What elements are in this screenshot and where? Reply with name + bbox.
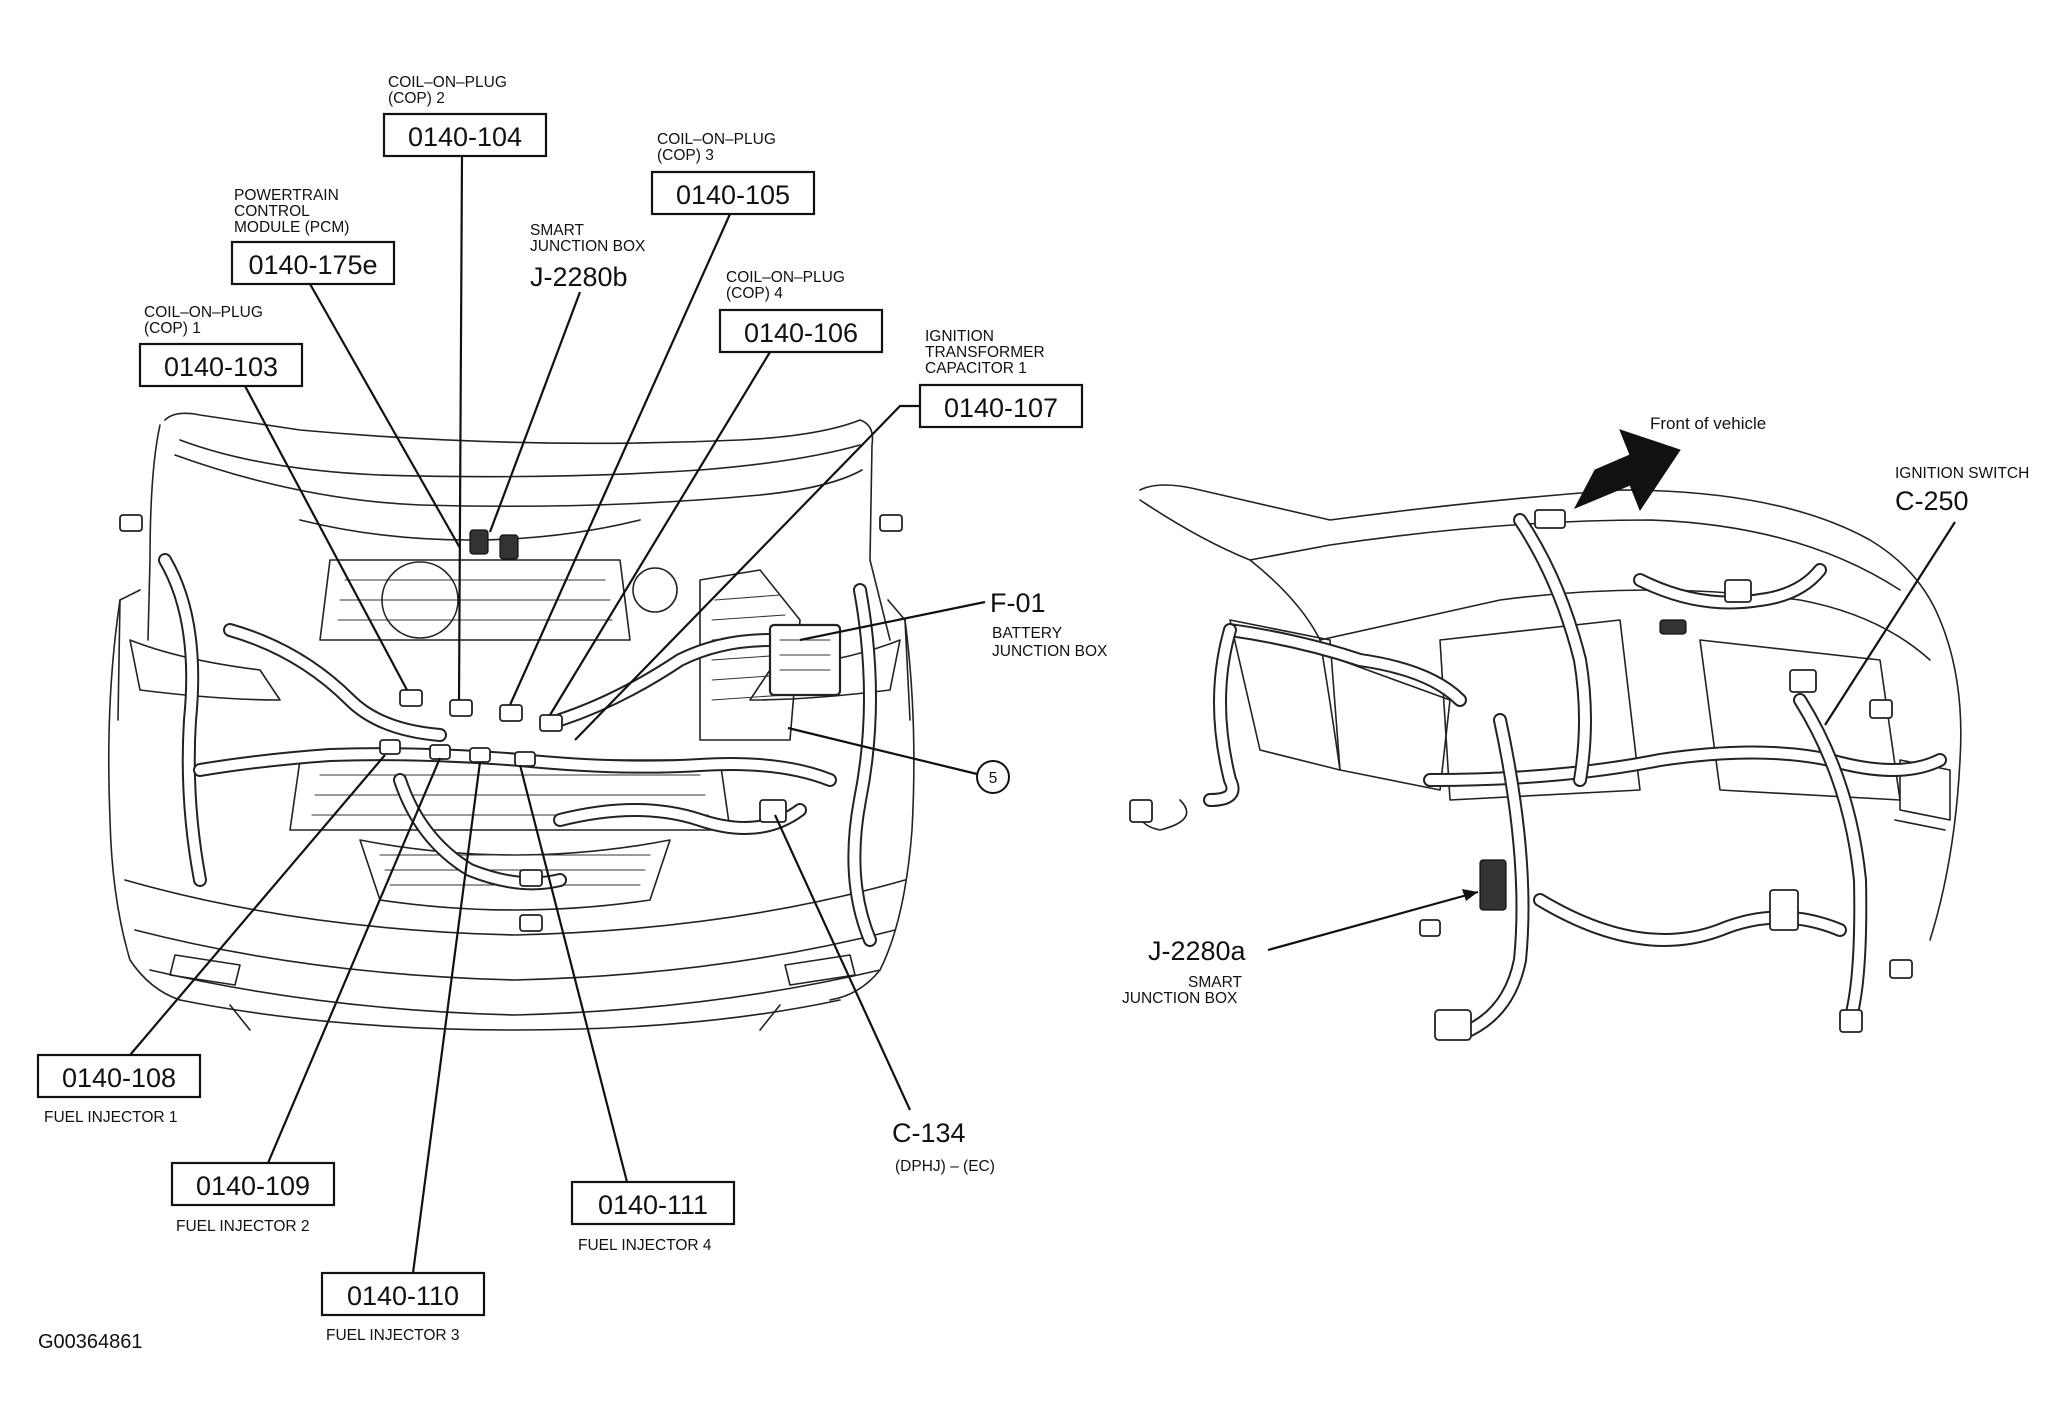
callout-fuel-injector-1: 0140-108 FUEL INJECTOR 1 bbox=[36, 754, 386, 1126]
inj-4-code-box bbox=[570, 1180, 736, 1226]
callout-cop-3: COIL–ON–PLUG (COP) 3 0140-105 bbox=[508, 131, 816, 706]
inj-1-caption: FUEL INJECTOR 1 bbox=[44, 1109, 178, 1126]
callout-fuel-injector-3: 0140-110 FUEL INJECTOR 3 bbox=[320, 761, 486, 1344]
view-5-number: 5 bbox=[989, 770, 998, 787]
sjb-a-caption-line-1: SMART bbox=[1188, 974, 1243, 991]
cop-4-code-box bbox=[718, 308, 884, 354]
inj-1-code-box bbox=[36, 1053, 202, 1099]
cop-4-code: 0140-106 bbox=[744, 318, 858, 348]
inj-2-code: 0140-109 bbox=[196, 1171, 310, 1201]
callout-fuel-injector-2: 0140-109 FUEL INJECTOR 2 bbox=[170, 757, 442, 1235]
sjb-b-code: J-2280b bbox=[530, 262, 628, 292]
cop-3-code-box bbox=[650, 170, 816, 216]
cop-4-caption-line-1: COIL–ON–PLUG bbox=[726, 269, 845, 286]
cop-3-caption-line-2: (COP) 3 bbox=[657, 147, 714, 164]
cop-2-code-box bbox=[382, 112, 548, 158]
view-5-circle bbox=[976, 760, 1010, 794]
pcm-code-box bbox=[230, 240, 396, 286]
callout-fuel-injector-4: 0140-111 FUEL INJECTOR 4 bbox=[518, 764, 736, 1254]
itc-1-code-box bbox=[918, 383, 1084, 429]
engine-compartment-illustration bbox=[107, 412, 915, 1031]
inj-2-caption: FUEL INJECTOR 2 bbox=[176, 1218, 310, 1235]
cop-2-code: 0140-104 bbox=[408, 122, 522, 152]
itc-1-caption-line-1: IGNITION bbox=[925, 328, 994, 345]
f01-caption-line-1: BATTERY bbox=[992, 625, 1062, 642]
callout-ignition-switch: IGNITION SWITCH C-250 bbox=[1824, 465, 2029, 726]
instrument-panel-illustration bbox=[1129, 429, 1962, 1041]
inj-1-code: 0140-108 bbox=[62, 1063, 176, 1093]
cop-1-code-box bbox=[138, 342, 304, 388]
callout-smart-junction-box-a: J-2280a SMART JUNCTION BOX bbox=[1122, 889, 1479, 1007]
callout-cop-1: COIL–ON–PLUG (COP) 1 0140-103 bbox=[138, 304, 408, 691]
sjb-a-caption-line-2: JUNCTION BOX bbox=[1122, 990, 1238, 1007]
callout-ignition-transformer-capacitor-1: IGNITION TRANSFORMER CAPACITOR 1 0140-10… bbox=[574, 328, 1084, 741]
itc-1-caption-line-3: CAPACITOR 1 bbox=[925, 360, 1027, 377]
callout-c134: C-134 (DPHJ) – (EC) bbox=[773, 814, 995, 1175]
cop-2-caption-line-2: (COP) 2 bbox=[388, 90, 445, 107]
itc-1-caption-line-2: TRANSFORMER bbox=[925, 344, 1045, 361]
cop-2-caption-line-1: COIL–ON–PLUG bbox=[388, 74, 507, 91]
sjb-b-caption-line-2: JUNCTION BOX bbox=[530, 238, 646, 255]
callout-front-of-vehicle: Front of vehicle bbox=[1650, 414, 1766, 433]
callout-battery-junction-box: F-01 BATTERY JUNCTION BOX bbox=[799, 588, 1108, 660]
f01-code: F-01 bbox=[990, 588, 1046, 618]
cop-3-caption-line-1: COIL–ON–PLUG bbox=[657, 131, 776, 148]
cop-1-caption-line-2: (COP) 1 bbox=[144, 320, 201, 337]
inj-3-code: 0140-110 bbox=[347, 1281, 459, 1311]
inj-4-caption: FUEL INJECTOR 4 bbox=[578, 1237, 712, 1254]
pcm-caption-line-2: CONTROL bbox=[234, 203, 310, 220]
inj-3-code-box bbox=[320, 1271, 486, 1317]
pcm-code: 0140-175e bbox=[248, 250, 377, 280]
cop-4-caption-line-2: (COP) 4 bbox=[726, 285, 783, 302]
front-of-vehicle-label: Front of vehicle bbox=[1650, 414, 1766, 433]
c134-code: C-134 bbox=[892, 1118, 966, 1148]
cop-3-code: 0140-105 bbox=[676, 180, 790, 210]
f01-caption-line-2: JUNCTION BOX bbox=[992, 643, 1108, 660]
cop-1-caption-line-1: COIL–ON–PLUG bbox=[144, 304, 263, 321]
pcm-caption-line-1: POWERTRAIN bbox=[234, 187, 339, 204]
callout-smart-junction-box-b: SMART JUNCTION BOX J-2280b bbox=[488, 222, 646, 533]
callout-cop-2: COIL–ON–PLUG (COP) 2 0140-104 bbox=[382, 74, 548, 701]
callout-pcm: POWERTRAIN CONTROL MODULE (PCM) 0140-175… bbox=[230, 187, 461, 549]
itc-1-code: 0140-107 bbox=[944, 393, 1058, 423]
inj-3-caption: FUEL INJECTOR 3 bbox=[326, 1327, 460, 1344]
sjb-a-code: J-2280a bbox=[1148, 936, 1247, 966]
inj-4-code: 0140-111 bbox=[598, 1190, 708, 1220]
inj-2-code-box bbox=[170, 1161, 336, 1207]
c134-caption: (DPHJ) – (EC) bbox=[895, 1158, 995, 1175]
figure-id: G00364861 bbox=[38, 1331, 143, 1353]
pcm-caption-line-3: MODULE (PCM) bbox=[234, 219, 349, 236]
callout-cop-4: COIL–ON–PLUG (COP) 4 0140-106 bbox=[549, 269, 884, 716]
sjb-b-caption-line-1: SMART bbox=[530, 222, 585, 239]
c250-code: C-250 bbox=[1895, 486, 1969, 516]
cop-1-code: 0140-103 bbox=[164, 352, 278, 382]
ignition-switch-caption: IGNITION SWITCH bbox=[1895, 465, 2029, 482]
callout-view-5: 5 bbox=[787, 726, 1010, 794]
